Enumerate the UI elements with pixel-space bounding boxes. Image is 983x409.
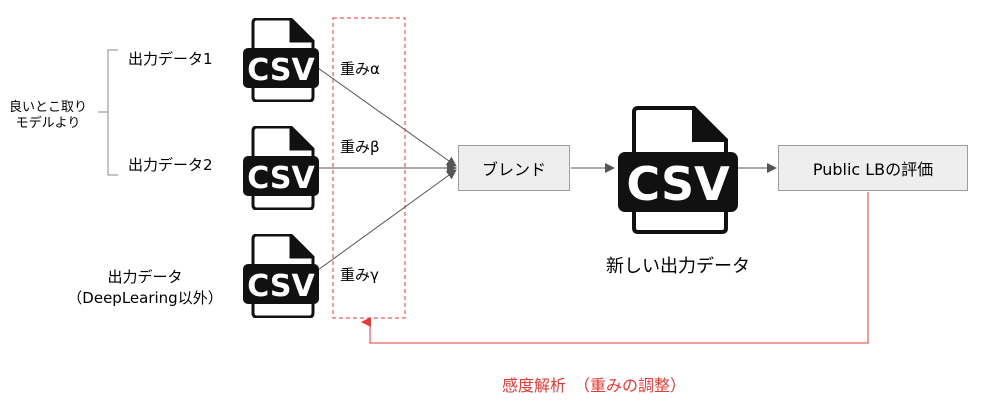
csv-file-icon: CSV: [243, 17, 319, 103]
csv-icon-text: CSV: [247, 53, 315, 88]
weight-label-alpha: 重みα: [340, 60, 380, 78]
csv-file-icon: CSV: [243, 125, 319, 211]
weight-label-gamma: 重みγ: [340, 266, 379, 284]
csv-icon-text: CSV: [626, 157, 730, 211]
connector-line-3: [317, 169, 457, 271]
csv-file-icon: CSV: [618, 106, 738, 234]
public-lb-eval-box: Public LBの評価: [778, 145, 968, 191]
csv-icon-text: CSV: [247, 161, 315, 196]
feedback-label: 感度解析 （重みの調整）: [502, 376, 687, 395]
new-output-label: 新しい出力データ: [606, 256, 750, 277]
csv-file-icon: CSV: [243, 233, 319, 319]
connector-line-1: [317, 67, 457, 167]
input-label-2: 出力データ2: [128, 156, 213, 174]
blend-box: ブレンド: [458, 145, 570, 191]
input-label-3: 出力データ （DeepLearing以外）: [60, 270, 230, 306]
input-label-1: 出力データ1: [128, 50, 213, 68]
group-label-line-1: 良いとこ取り: [8, 100, 87, 115]
group-label: 良いとこ取り モデルより: [8, 100, 88, 132]
feedback-arrow: [361, 192, 869, 344]
input-label-3-line-1: 出力データ: [107, 268, 183, 286]
csv-icon-text: CSV: [247, 269, 315, 304]
input-label-3-line-2: （DeepLearing以外）: [67, 289, 223, 307]
group-label-line-2: モデルより: [15, 116, 81, 131]
group-bracket: [107, 49, 118, 176]
weight-label-beta: 重みβ: [340, 138, 380, 156]
